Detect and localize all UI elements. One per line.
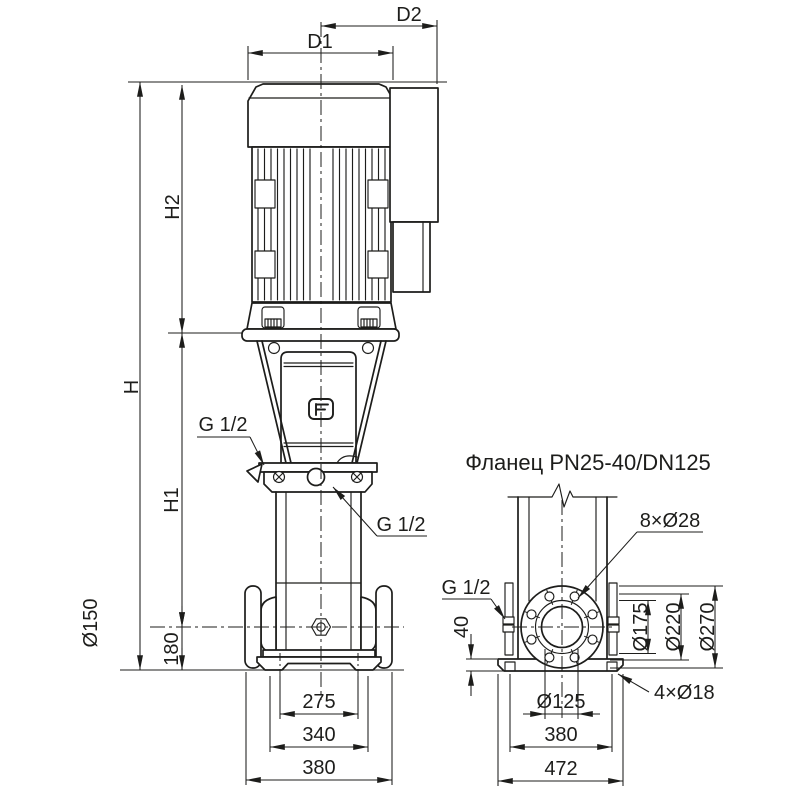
extension-lines <box>442 531 723 786</box>
dim-text-340: 340 <box>302 724 335 746</box>
flange-bolt-cross <box>352 472 362 482</box>
port-neck-right <box>360 596 377 654</box>
flange-dimensions: 8×Ø28 G 1/2 40 Ø175 Ø220 Ø270 Ø125 380 4… <box>442 510 723 786</box>
column-inner-walls <box>275 491 362 651</box>
flange-view-title: Фланец PN25-40/DN125 <box>465 450 711 475</box>
break-line <box>507 483 618 508</box>
dim-text-dia220: Ø220 <box>663 603 685 652</box>
stool-bolt-hatch <box>363 318 374 328</box>
head-shroud-right <box>351 340 387 464</box>
dim-text-472: 472 <box>544 758 577 780</box>
motor-window <box>367 179 389 209</box>
dim-text-dia150: Ø150 <box>80 599 102 648</box>
dim-text-d2: D2 <box>396 4 422 26</box>
pump-body <box>241 83 439 676</box>
port-neck-left <box>260 596 277 654</box>
label-g12-side: G 1/2 <box>442 577 491 599</box>
terminal-box <box>389 87 439 223</box>
front-view: D1 D2 H H2 H1 180 Ø150 275 340 380 G 1/2… <box>80 4 447 785</box>
dim-text-d1: D1 <box>307 31 333 53</box>
vent-boss <box>246 463 263 483</box>
gauge-port <box>306 467 326 487</box>
flange-body <box>497 483 624 718</box>
dim-text-h: H <box>121 380 143 394</box>
dim-text-dia175: Ø175 <box>630 603 652 652</box>
label-g12-top: G 1/2 <box>199 414 248 436</box>
motor-window <box>254 179 276 209</box>
dim-text-h1: H1 <box>161 487 183 513</box>
label-g12-mid: G 1/2 <box>377 514 426 536</box>
dim-text-bolt-holes: 8×Ø28 <box>640 510 701 532</box>
chamber-sleeve <box>280 351 357 464</box>
column-walls <box>517 496 608 660</box>
sleeve-bands <box>283 362 358 464</box>
stool-bolt-hatch <box>267 318 278 328</box>
dim-text-180: 180 <box>161 632 183 665</box>
side-plug-left <box>502 616 515 633</box>
leader-base-holes <box>617 673 650 693</box>
stool-bolt <box>360 318 378 328</box>
leader-g12 <box>490 598 506 620</box>
terminal-box-lower <box>392 221 431 293</box>
bolt-holes <box>524 589 600 665</box>
flange-view: Фланец PN25-40/DN125 <box>442 450 723 786</box>
leader-bolt-holes <box>577 531 638 599</box>
motor-window <box>254 250 276 279</box>
plate-hole <box>504 661 516 672</box>
dim-text-h2: H2 <box>162 194 184 220</box>
flange-bolt-cross <box>274 472 284 482</box>
dim-text-dia125: Ø125 <box>537 691 586 713</box>
extension-lines <box>120 20 447 785</box>
motor-fins <box>257 148 386 301</box>
stool-bolt <box>264 318 282 328</box>
base-feet <box>256 656 382 671</box>
dim-text-dia270: Ø270 <box>697 603 719 652</box>
head-bolt <box>361 341 375 355</box>
leader-g12-top <box>249 436 265 466</box>
head-shroud-left <box>256 340 292 464</box>
foot-hole-centerline <box>279 653 359 676</box>
side-plug-right <box>607 616 620 633</box>
motor-window <box>367 250 389 279</box>
leader-g12-mid <box>332 486 378 537</box>
dim-text-380: 380 <box>544 724 577 746</box>
front-dimensions: D1 D2 H H2 H1 180 Ø150 275 340 380 G 1/2… <box>80 4 447 785</box>
dim-text-380: 380 <box>302 757 335 779</box>
dim-text-40: 40 <box>451 616 473 638</box>
head-bolt <box>267 341 281 355</box>
raised-face-circle <box>534 599 590 655</box>
dim-text-base-holes: 4×Ø18 <box>654 682 715 704</box>
column-inner-walls <box>528 496 597 602</box>
dim-text-275: 275 <box>302 691 335 713</box>
plate-hole <box>606 661 618 672</box>
